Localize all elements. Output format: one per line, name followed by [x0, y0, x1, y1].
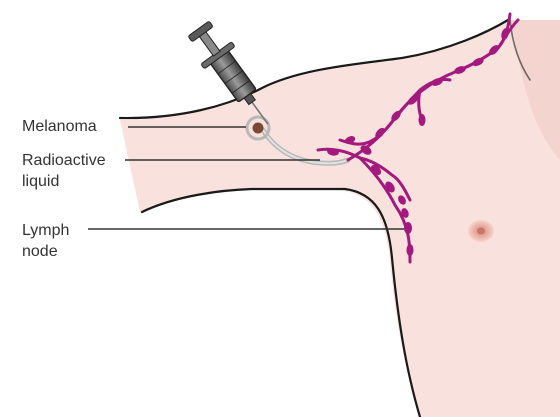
- lymph-label-line-2: node: [22, 241, 69, 262]
- radioactive-label-line-1: Radioactive: [22, 150, 106, 171]
- nipple-center: [477, 228, 485, 235]
- arm-under-outline: [142, 189, 420, 417]
- melanoma-spot: [253, 123, 264, 134]
- radioactive-liquid-label: Radioactive liquid: [22, 150, 106, 192]
- lymph-node-label: Lymph node: [22, 220, 69, 262]
- lymph-label-line-1: Lymph: [22, 220, 69, 241]
- sentinel-lymph-node: [404, 222, 412, 234]
- melanoma-label: Melanoma: [22, 116, 97, 137]
- arm-and-torso-skin: [120, 20, 560, 417]
- body-skin: [120, 20, 560, 417]
- radioactive-label-line-2: liquid: [22, 171, 106, 192]
